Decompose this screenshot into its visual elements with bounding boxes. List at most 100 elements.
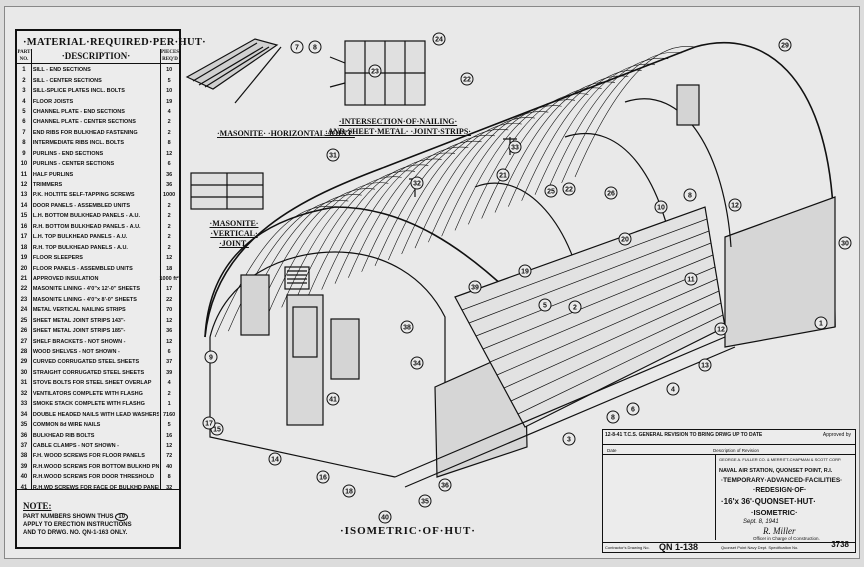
part-no: 1 bbox=[22, 67, 26, 74]
caption-masonite-vertical: ·MASONITE· ·VERTICAL· ·JOINT· bbox=[209, 219, 259, 248]
callout-bubble: 8 bbox=[308, 40, 322, 54]
part-qty: 16 bbox=[166, 432, 173, 439]
approved-date: Sept. 8, 1941 bbox=[743, 519, 779, 525]
part-no: 4 bbox=[22, 98, 26, 105]
part-qty: 19 bbox=[166, 98, 173, 105]
part-qty: 6 bbox=[167, 349, 171, 356]
part-description: FLOOR SLEEPERS bbox=[32, 255, 83, 262]
part-qty: 2 bbox=[167, 213, 171, 220]
callout-bubble: 13 bbox=[698, 358, 712, 372]
callout-bubble: 8 bbox=[606, 410, 620, 424]
svg-text:33: 33 bbox=[511, 145, 519, 152]
callout-bubble: 38 bbox=[400, 320, 414, 334]
part-description: FLOOR JOISTS bbox=[32, 98, 74, 105]
part-qty: 39 bbox=[166, 369, 173, 376]
part-no: 24 bbox=[20, 307, 28, 314]
svg-text:2: 2 bbox=[573, 305, 577, 312]
part-no: 38 bbox=[20, 453, 28, 460]
part-no: 19 bbox=[20, 255, 28, 262]
callout-bubble: 22 bbox=[562, 182, 576, 196]
svg-text:4: 4 bbox=[671, 387, 675, 394]
part-description: FLOOR PANELS - ASSEMBLED UNITS bbox=[32, 265, 133, 272]
part-qty: 18 bbox=[166, 265, 173, 272]
callout-bubble: 3 bbox=[562, 432, 576, 446]
part-qty: 2 bbox=[167, 129, 171, 136]
part-no: 8 bbox=[22, 140, 26, 147]
callout-bubble: 39 bbox=[468, 280, 482, 294]
part-description: HALF PURLINS bbox=[32, 171, 74, 178]
callout-bubble: 41 bbox=[326, 392, 340, 406]
callout-bubble: 20 bbox=[618, 232, 632, 246]
callout-bubble: 25 bbox=[544, 184, 558, 198]
part-description: SHEET METAL JOINT STRIPS 185"- bbox=[32, 328, 126, 335]
part-qty: 8 bbox=[167, 474, 171, 481]
svg-text:35: 35 bbox=[421, 499, 429, 506]
svg-text:12: 12 bbox=[717, 327, 725, 334]
callout-bubble: 2 bbox=[568, 300, 582, 314]
svg-text:3: 3 bbox=[567, 437, 571, 444]
part-no: 25 bbox=[20, 317, 28, 324]
svg-text:6: 6 bbox=[631, 407, 635, 414]
part-description: L.H. BOTTOM BULKHEAD PANELS - A.U. bbox=[32, 213, 140, 220]
svg-text:8: 8 bbox=[688, 193, 692, 200]
material-table: ·MATERIAL·REQUIRED·PER·HUT· PART NO. ·DE… bbox=[15, 29, 206, 549]
part-description: CABLE CLAMPS - NOT SHOWN - bbox=[32, 442, 119, 449]
part-no: 36 bbox=[20, 432, 28, 439]
part-qty: 5 bbox=[167, 77, 171, 84]
part-no: 11 bbox=[20, 171, 28, 178]
contractor: GEORGE A. FULLER CO. & MERRITT-CHAPMAN &… bbox=[719, 457, 842, 462]
svg-text:34: 34 bbox=[413, 361, 421, 368]
detail-masonite-horizontal bbox=[185, 38, 282, 104]
part-no: 14 bbox=[20, 202, 28, 209]
callout-bubble: 33 bbox=[508, 140, 522, 154]
svg-text:29: 29 bbox=[781, 43, 789, 50]
part-description: SHEET METAL JOINT STRIPS 143"- bbox=[32, 317, 126, 324]
svg-text:26: 26 bbox=[607, 191, 615, 198]
svg-text:5: 5 bbox=[543, 303, 547, 310]
note: NOTE: PART NUMBERS SHOWN THUS 10 APPLY T… bbox=[23, 501, 132, 536]
hut bbox=[204, 42, 836, 488]
part-no: 33 bbox=[20, 401, 28, 408]
part-qty: 6 bbox=[167, 161, 171, 168]
callout-bubble: 24 bbox=[432, 32, 446, 46]
part-qty: 1000 ft² bbox=[159, 275, 179, 282]
callout-bubble: 4 bbox=[666, 382, 680, 396]
part-no: 12 bbox=[20, 182, 28, 189]
part-description: VENTILATORS COMPLETE WITH FLASHG bbox=[32, 390, 143, 397]
part-qty: 36 bbox=[166, 182, 173, 189]
part-description: R.H.WOOD SCREWS FOR DOOR THRESHOLD bbox=[32, 474, 155, 481]
part-no: 40 bbox=[20, 474, 28, 481]
callout-bubble: 40 bbox=[378, 510, 392, 524]
part-description: L.H. TOP BULKHEAD PANELS - A.U. bbox=[32, 234, 128, 241]
part-no: 30 bbox=[20, 369, 28, 376]
drawing-sheet: ·MATERIAL·REQUIRED·PER·HUT· PART NO. ·DE… bbox=[4, 6, 860, 559]
part-description: STOVE BOLTS FOR STEEL SHEET OVERLAP bbox=[32, 380, 152, 387]
part-description: R.H. BOTTOM BULKHEAD PANELS - A.U. bbox=[32, 223, 141, 230]
part-description: SILL - END SECTIONS bbox=[32, 67, 91, 74]
svg-text:40: 40 bbox=[381, 515, 389, 522]
part-qty: 12 bbox=[166, 317, 173, 324]
callout-bubble: 29 bbox=[778, 38, 792, 52]
callout-bubble: 7 bbox=[290, 40, 304, 54]
part-no: 23 bbox=[20, 296, 28, 303]
